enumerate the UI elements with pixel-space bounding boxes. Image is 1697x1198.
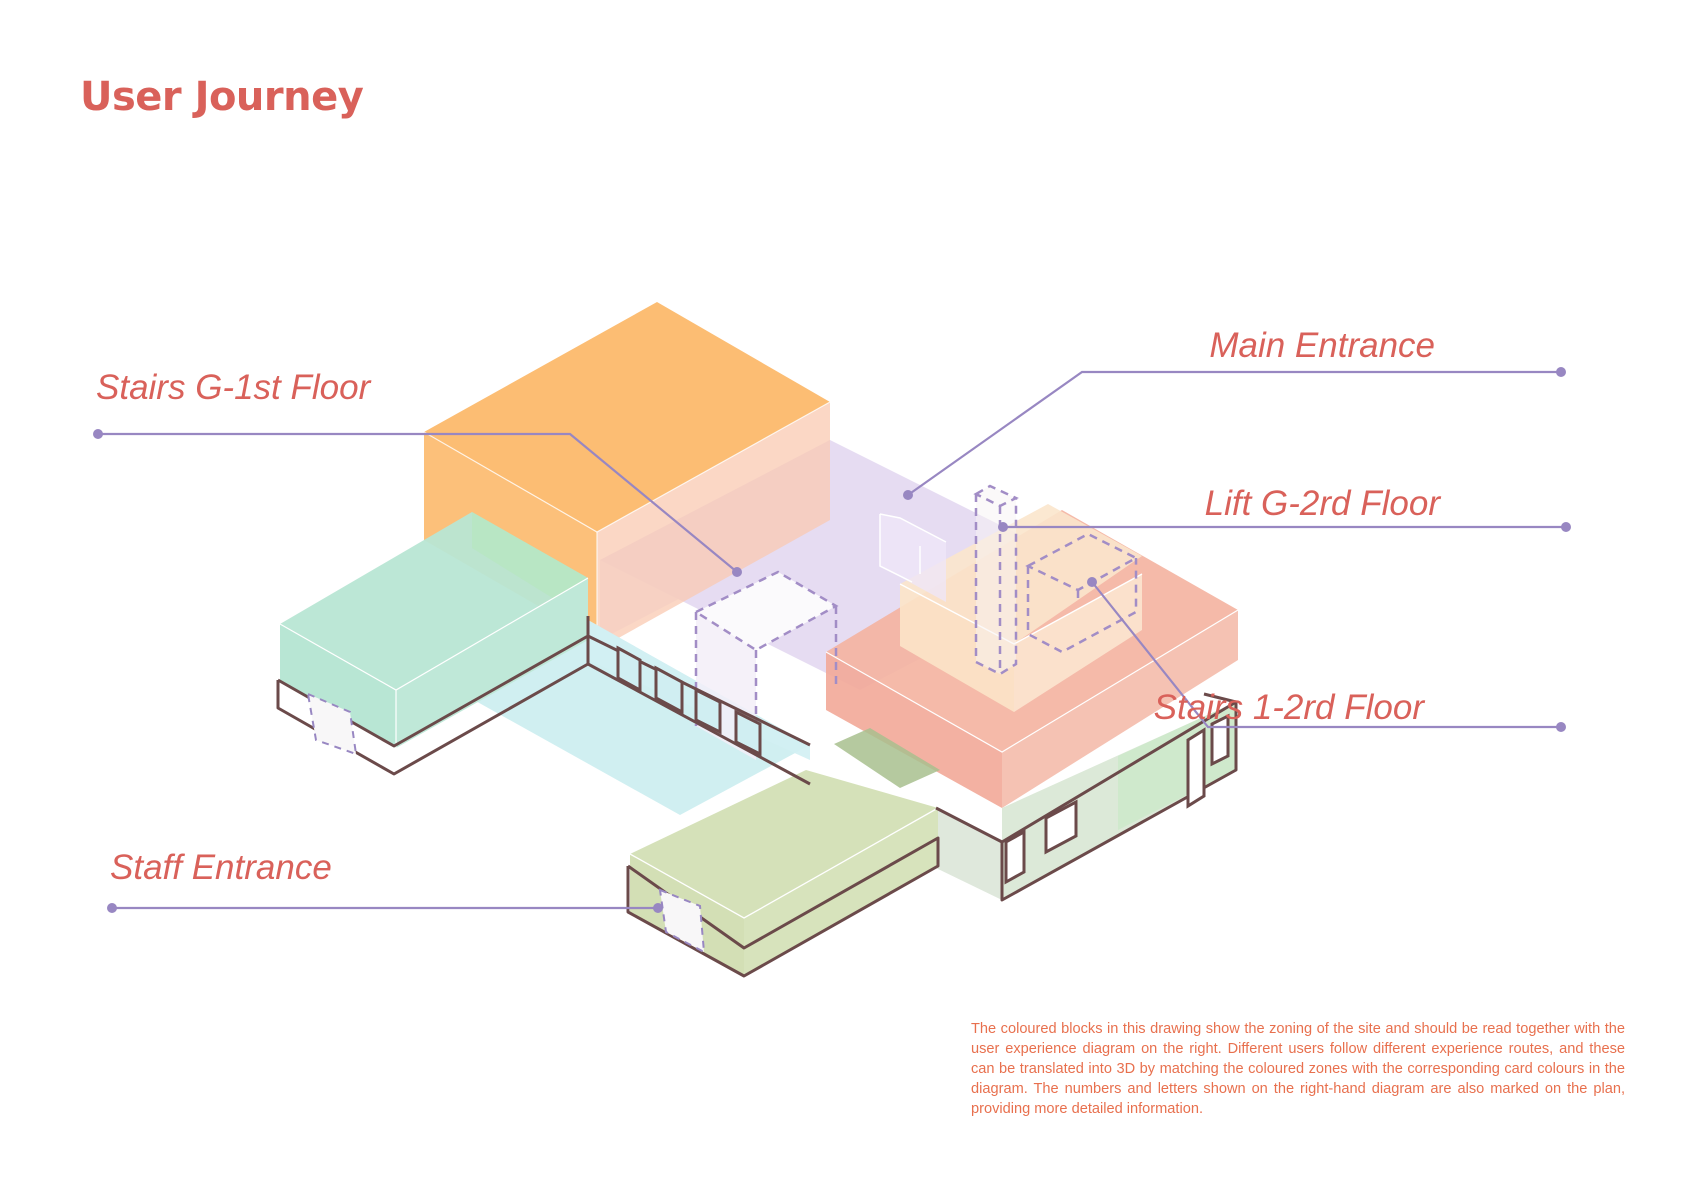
lift-shaft-volume <box>973 484 1019 676</box>
stairs-12-volume <box>1025 532 1139 654</box>
door-panels <box>306 692 706 954</box>
leader-stairs-12 <box>1091 581 1561 729</box>
dot-stairs12-target <box>1087 577 1097 587</box>
mint-block <box>279 512 589 748</box>
label-stairs-g1: Stairs G-1st Floor <box>96 368 371 407</box>
caption-text: The coloured blocks in this drawing show… <box>971 1021 1625 1117</box>
dot-stairs-g1-end <box>93 429 103 439</box>
label-lift-g2: Lift G-2rd Floor <box>1204 484 1440 523</box>
leader-stairs-g1 <box>98 432 738 573</box>
grey-green-block <box>834 702 1236 900</box>
cyan-floor-zone <box>456 620 810 815</box>
main-entrance-frame <box>879 513 947 602</box>
leader-lines <box>98 370 1566 910</box>
leader-dots <box>93 367 1571 913</box>
label-main-entrance: Main Entrance <box>1209 326 1435 365</box>
label-stairs-12: Stairs 1-2rd Floor <box>1153 688 1424 727</box>
dot-main-end <box>1556 367 1566 377</box>
dot-staff-end <box>107 903 117 913</box>
dot-main-target <box>903 490 913 500</box>
stairs-g1-volume <box>693 570 839 760</box>
dot-stairs-g1-target <box>732 567 742 577</box>
leader-main-entrance <box>907 370 1561 496</box>
dot-lift-end <box>1561 522 1571 532</box>
dot-staff-target <box>653 903 663 913</box>
page-title: User Journey <box>80 74 364 120</box>
dot-stairs12-end <box>1556 722 1566 732</box>
label-staff-entrance: Staff Entrance <box>110 848 332 887</box>
window-row <box>616 645 1230 885</box>
cream-block <box>899 504 1143 712</box>
dot-lift-target <box>998 522 1008 532</box>
